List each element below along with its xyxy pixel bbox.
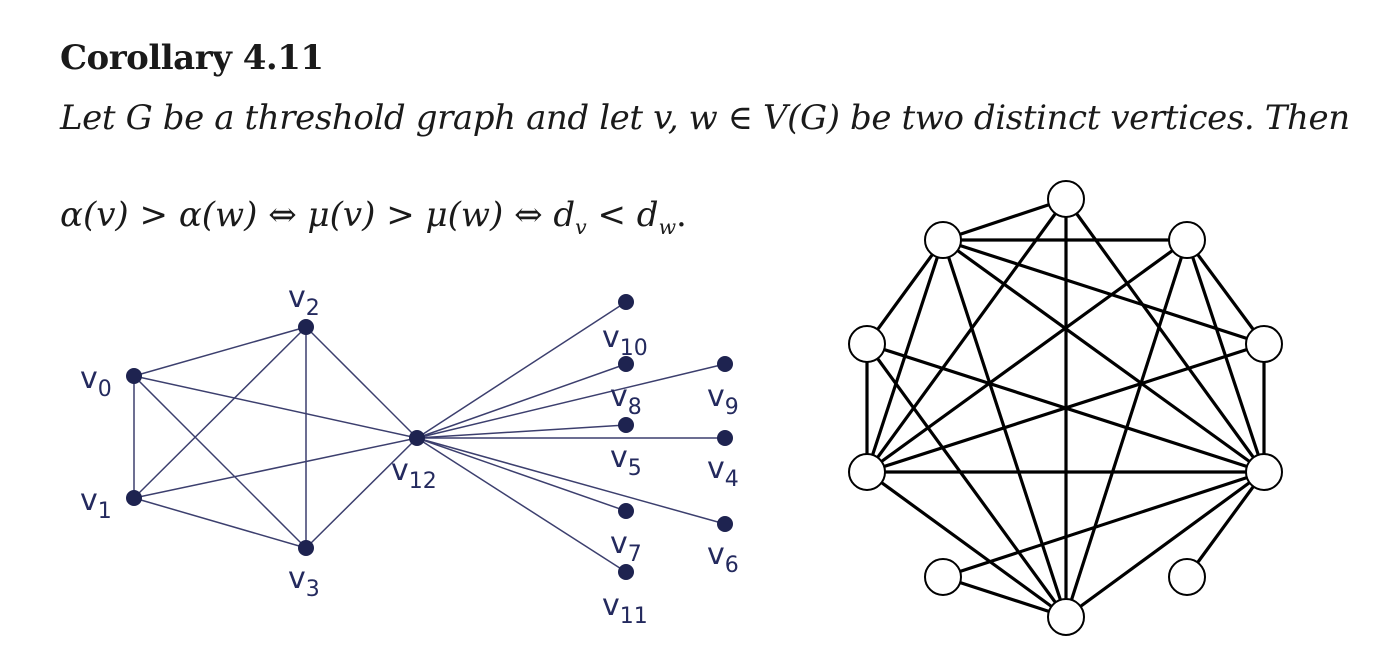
vertex-label-v8: v8 xyxy=(610,379,642,420)
graph-edge xyxy=(865,239,945,345)
graph-edge xyxy=(942,238,1265,346)
graph-vertex-mr xyxy=(1245,453,1283,491)
vertex-label-v6: v6 xyxy=(707,537,739,578)
vertex-label-v1: v1 xyxy=(80,483,112,524)
graph-vertex-r xyxy=(1245,325,1283,363)
graph-edge xyxy=(865,343,1068,618)
graph-vertex-v2 xyxy=(298,319,314,335)
vertex-label-v0: v0 xyxy=(80,361,112,402)
graph-vertex-ml xyxy=(848,453,886,491)
threshold-graph-vertices xyxy=(126,294,733,580)
vertex-label-v4: v4 xyxy=(707,451,739,492)
graph-edge xyxy=(305,326,418,439)
graph-edge xyxy=(416,437,726,525)
graph-edge xyxy=(1064,198,1266,473)
vertex-label-v10: v10 xyxy=(602,320,648,361)
formula-iff: ⇔ xyxy=(268,195,297,235)
graph-edge xyxy=(942,238,1265,474)
circular-graph-figure xyxy=(848,180,1283,636)
formula-iff: ⇔ xyxy=(514,195,543,235)
graph-vertex-v12 xyxy=(409,430,425,446)
circular-graph-edges xyxy=(865,197,1266,619)
graph-edge xyxy=(866,470,1067,619)
graph-vertex-v1 xyxy=(126,490,142,506)
graph-edge xyxy=(416,424,627,439)
graph-vertex-lr xyxy=(1168,558,1206,596)
graph-vertex-l xyxy=(848,325,886,363)
graph-edge xyxy=(866,238,1188,474)
graph-edge xyxy=(942,197,1067,242)
graph-vertex-ur xyxy=(1168,221,1206,259)
corollary-statement: Let G be a threshold graph and let v, w … xyxy=(60,98,1350,138)
graph-vertex-v6 xyxy=(717,516,733,532)
graph-edge xyxy=(416,437,627,512)
graph-edge xyxy=(133,326,307,499)
formula-degree-v: dv xyxy=(553,195,587,239)
graph-edge xyxy=(416,437,627,573)
graph-vertex-v8 xyxy=(618,356,634,372)
graph-vertex-v0 xyxy=(126,368,142,384)
graph-edge xyxy=(416,363,627,439)
vertex-label-v12: v12 xyxy=(391,453,437,494)
graph-vertex-v10 xyxy=(618,294,634,310)
formula-degree-w: dw xyxy=(636,195,677,239)
vertex-label-v2: v2 xyxy=(288,280,320,321)
graph-edge xyxy=(133,326,307,377)
graph-vertex-ll xyxy=(924,558,962,596)
graph-vertex-ul xyxy=(924,221,962,259)
formula-alpha-v: α(v) xyxy=(60,195,129,235)
graph-edge xyxy=(133,375,307,549)
graph-edge xyxy=(1185,239,1266,345)
graph-edge xyxy=(1185,471,1266,578)
vertex-label-v7: v7 xyxy=(610,526,642,567)
vertex-label-v3: v3 xyxy=(288,561,320,602)
graph-edge xyxy=(416,363,726,439)
graph-edge xyxy=(866,342,1265,474)
formula-mu-v: μ(v) xyxy=(307,195,376,235)
graph-edge xyxy=(865,198,1068,473)
graph-vertex-top xyxy=(1047,180,1085,218)
formula-period: . xyxy=(676,195,687,235)
graph-edge xyxy=(942,470,1265,579)
circular-graph-vertices xyxy=(848,180,1283,636)
graph-vertex-bottom xyxy=(1047,598,1085,636)
graph-edge xyxy=(133,497,307,549)
threshold-graph-labels: v0 v1 v2 v3 v4 v5 v6 v7 v8 v9 v10 v11 v12 xyxy=(80,280,739,629)
formula-greater-than: > xyxy=(139,195,169,235)
graph-edge xyxy=(1065,470,1265,619)
graph-vertex-v5 xyxy=(618,417,634,433)
graph-vertex-v4 xyxy=(717,430,733,446)
threshold-graph-edges xyxy=(133,301,726,573)
graph-edge xyxy=(942,575,1067,619)
graph-vertex-v9 xyxy=(717,356,733,372)
graph-vertex-v3 xyxy=(298,540,314,556)
vertex-label-v5: v5 xyxy=(610,440,642,481)
formula-less-than: < xyxy=(597,195,626,235)
graph-vertex-v7 xyxy=(618,503,634,519)
formula-greater-than: > xyxy=(386,195,415,235)
formula-alpha-w: α(w) xyxy=(178,195,258,235)
graph-edge xyxy=(133,437,418,499)
vertex-label-v11: v11 xyxy=(602,588,648,629)
graph-edge xyxy=(416,301,627,439)
threshold-graph-figure: v0 v1 v2 v3 v4 v5 v6 v7 v8 v9 v10 v11 v12 xyxy=(80,280,739,629)
graph-vertex-v11 xyxy=(618,564,634,580)
graph-edge xyxy=(133,375,418,439)
formula-mu-w: μ(w) xyxy=(425,195,504,235)
graph-edge xyxy=(305,437,418,549)
vertex-label-v9: v9 xyxy=(707,379,739,420)
corollary-formula: α(v) > α(w) ⇔ μ(v) > μ(w) ⇔ dv < dw. xyxy=(60,195,687,239)
corollary-heading: Corollary 4.11 xyxy=(60,38,324,78)
